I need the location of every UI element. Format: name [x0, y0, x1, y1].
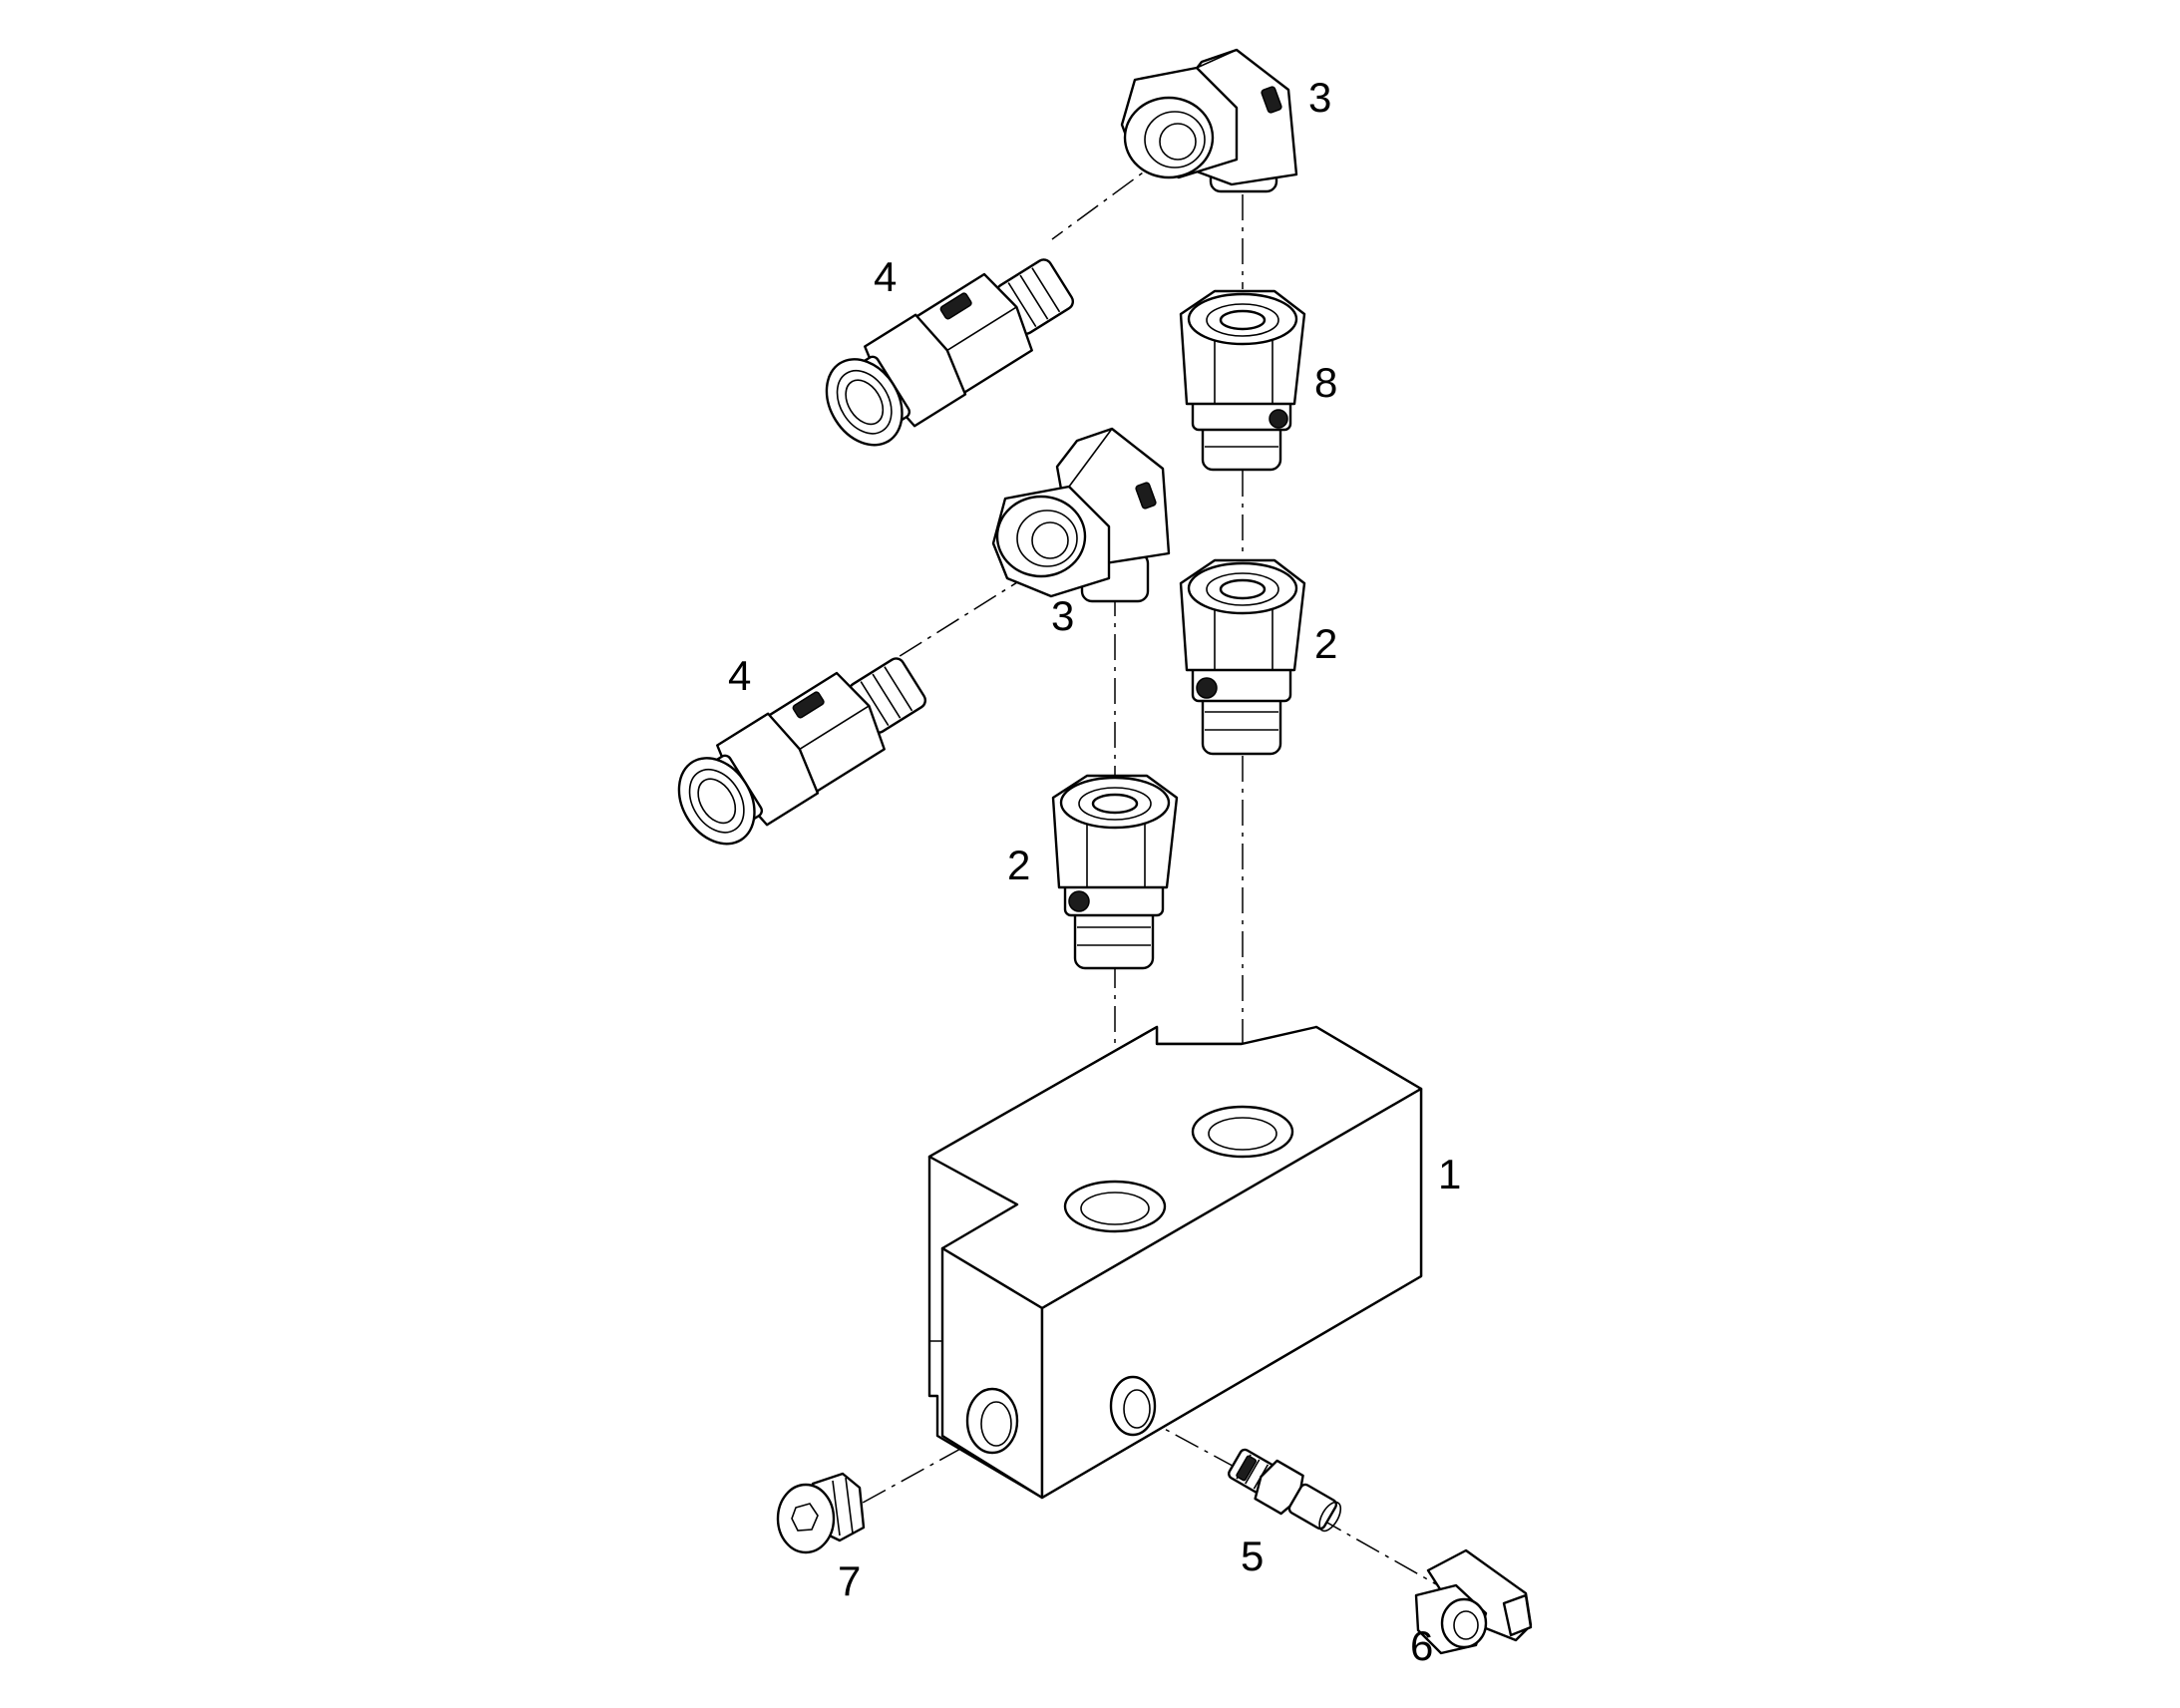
callout-2-upper: 2 [1314, 620, 1337, 667]
callout-7: 7 [838, 1557, 861, 1604]
manifold-block [927, 1025, 1423, 1500]
fitting-8 [1179, 289, 1306, 472]
fitting-2-upper [1179, 558, 1306, 756]
fitting-2-lower [1051, 774, 1179, 970]
adapter-4-upper [825, 258, 1075, 447]
elbow-3-top [1120, 48, 1298, 193]
callout-6: 6 [1410, 1622, 1433, 1669]
callout-1: 1 [1438, 1151, 1461, 1197]
callout-4-lower: 4 [728, 652, 751, 699]
connector-5 [1228, 1448, 1342, 1533]
adapter-4-lower [677, 657, 927, 846]
callout-labels: 1 2 2 3 3 4 4 5 6 7 8 [728, 74, 1461, 1669]
callout-5: 5 [1241, 1533, 1264, 1579]
plug-7 [776, 1472, 866, 1554]
callout-3-top: 3 [1308, 74, 1331, 121]
callout-4-upper: 4 [874, 253, 897, 300]
callout-8: 8 [1314, 359, 1337, 406]
callout-2-lower: 2 [1007, 842, 1030, 888]
elbow-6 [1414, 1548, 1533, 1655]
elbow-3-middle [991, 427, 1171, 603]
callout-3-middle: 3 [1051, 592, 1074, 639]
